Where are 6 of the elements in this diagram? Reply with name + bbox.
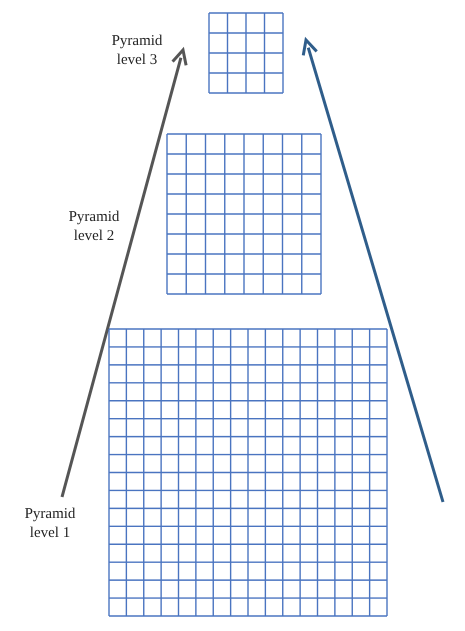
level-label: Pyramid level 3 xyxy=(110,32,164,70)
pixel-grid xyxy=(108,328,388,617)
level-label: Pyramid level 1 xyxy=(24,505,76,543)
level-label: Pyramid level 2 xyxy=(68,208,120,246)
pixel-grid xyxy=(208,12,284,94)
pixel-grid xyxy=(166,133,322,295)
